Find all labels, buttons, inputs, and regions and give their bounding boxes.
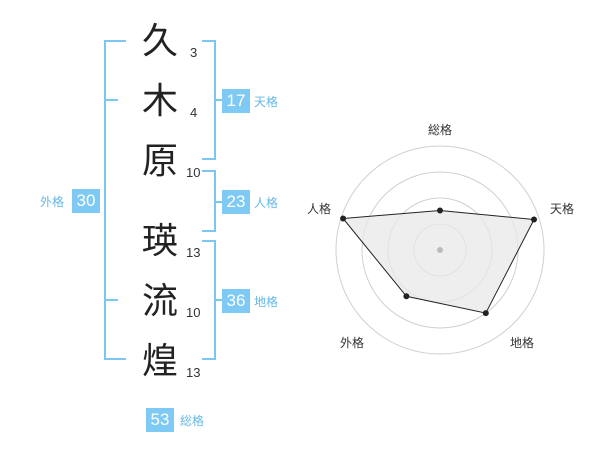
- stroke-count-6: 13: [186, 365, 201, 380]
- radar-point-chikaku: [482, 310, 489, 317]
- stroke-count-4: 13: [186, 245, 201, 260]
- radar-label-chikaku: 地格: [510, 336, 535, 350]
- tenkaku-label: 天格: [254, 95, 279, 109]
- radar-center-dot: [437, 247, 443, 253]
- radar-label-jinkaku: 人格: [307, 202, 332, 216]
- stroke-count-5: 10: [186, 305, 201, 320]
- radar-point-gaikaku: [403, 293, 410, 300]
- stroke-count-1: 3: [190, 45, 198, 60]
- name-char-6: 煌: [141, 341, 178, 382]
- gaikaku-bracket: [104, 40, 126, 360]
- chikaku-score: 36: [222, 289, 250, 313]
- soukaku-score: 53: [146, 408, 174, 432]
- chikaku-bracket-connector: [214, 299, 222, 301]
- tenkaku-score: 17: [222, 89, 250, 113]
- jinkaku-score: 23: [222, 190, 250, 214]
- gaikaku-bracket-tick-2: [104, 299, 118, 301]
- stroke-count-3: 10: [186, 165, 201, 180]
- radar-ring-1: [413, 223, 467, 277]
- name-char-2: 木: [141, 81, 178, 122]
- radar-polygon: [342, 209, 535, 314]
- gaikaku-bracket-tick-1: [104, 99, 118, 101]
- gaikaku-label: 外格: [40, 195, 65, 209]
- radar-label-tenkaku: 天格: [550, 202, 575, 216]
- chikaku-label: 地格: [254, 295, 279, 309]
- stroke-count-2: 4: [190, 105, 198, 120]
- name-char-1: 久: [141, 21, 178, 62]
- radar-ring-4: [335, 145, 545, 355]
- radar-point-jinkaku: [340, 215, 347, 222]
- radar-label-soukaku: 総格: [428, 123, 453, 137]
- name-char-3: 原: [141, 141, 178, 182]
- radar-point-soukaku: [437, 207, 443, 214]
- radar-ring-3: [361, 171, 519, 329]
- radar-label-gaikaku: 外格: [340, 336, 365, 350]
- name-char-4: 瑛: [141, 221, 178, 262]
- gaikaku-score: 30: [72, 189, 100, 213]
- tenkaku-bracket-connector: [214, 99, 222, 101]
- radar-ring-2: [387, 197, 493, 303]
- soukaku-label: 総格: [180, 414, 205, 428]
- name-char-5: 流: [141, 281, 178, 322]
- jinkaku-bracket-connector: [214, 201, 222, 203]
- jinkaku-label: 人格: [254, 196, 279, 210]
- radar-point-tenkaku: [531, 216, 537, 223]
